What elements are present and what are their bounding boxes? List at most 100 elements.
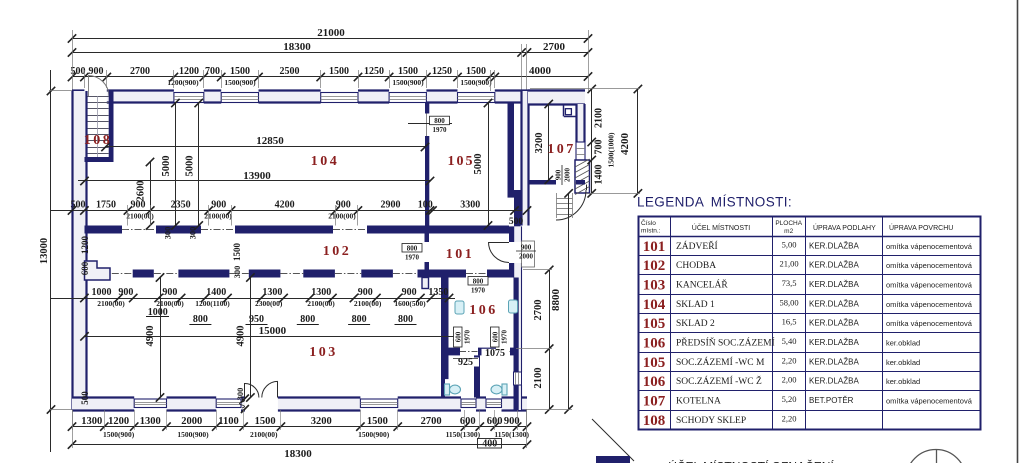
svg-text:900: 900	[555, 169, 563, 180]
svg-text:21000: 21000	[317, 27, 345, 39]
svg-text:1300: 1300	[262, 287, 282, 298]
svg-text:1970: 1970	[433, 126, 448, 134]
svg-text:2000: 2000	[564, 168, 572, 183]
svg-text:1970: 1970	[501, 330, 509, 345]
svg-text:1500: 1500	[398, 66, 418, 77]
svg-text:omítka vápenocementová: omítka vápenocementová	[886, 397, 973, 406]
svg-text:KER.DLAŽBA: KER.DLAŽBA	[809, 261, 859, 270]
svg-text:108: 108	[643, 413, 666, 429]
svg-text:102: 102	[323, 244, 352, 259]
svg-text:900: 900	[336, 200, 351, 211]
svg-text:500: 500	[71, 66, 86, 77]
svg-text:700: 700	[205, 66, 220, 77]
svg-text:106: 106	[643, 336, 666, 352]
svg-text:místn.:: místn.:	[641, 228, 661, 235]
svg-text:ÚČEL MÍSTNOSTÍ OZNAČENÍ: ÚČEL MÍSTNOSTÍ OZNAČENÍ	[668, 459, 834, 464]
svg-text:300: 300	[188, 227, 198, 240]
svg-text:1150(1300): 1150(1300)	[446, 430, 481, 439]
svg-text:4200: 4200	[275, 200, 295, 211]
svg-text:1250: 1250	[432, 66, 452, 77]
svg-text:4200: 4200	[619, 133, 631, 156]
svg-text:600: 600	[455, 331, 463, 342]
svg-text:2100: 2100	[594, 108, 605, 128]
svg-text:700: 700	[594, 140, 605, 155]
svg-text:1000: 1000	[92, 287, 112, 298]
svg-text:omítka vápenocementová: omítka vápenocementová	[886, 261, 973, 270]
svg-text:2100(00): 2100(00)	[156, 299, 184, 308]
svg-text:1500(900): 1500(900)	[177, 430, 209, 439]
svg-text:3300: 3300	[460, 200, 480, 211]
svg-text:SKLAD 2: SKLAD 2	[676, 319, 715, 329]
svg-text:105: 105	[643, 316, 666, 332]
svg-text:106: 106	[643, 374, 666, 390]
svg-text:1500: 1500	[329, 66, 349, 77]
svg-text:2600: 2600	[136, 181, 147, 202]
svg-text:ÚPRAVA PODLAHY: ÚPRAVA PODLAHY	[813, 223, 876, 232]
svg-text:1750: 1750	[96, 200, 116, 211]
svg-text:KER.DLAŽBA: KER.DLAŽBA	[809, 377, 859, 386]
svg-text:500: 500	[71, 200, 86, 211]
svg-text:5000: 5000	[473, 154, 484, 175]
svg-text:58,00: 58,00	[779, 297, 798, 307]
svg-text:101: 101	[643, 239, 666, 255]
svg-text:ZÁDVEŘÍ: ZÁDVEŘÍ	[676, 240, 718, 252]
svg-text:m2: m2	[784, 228, 793, 235]
svg-text:1500(1000): 1500(1000)	[607, 132, 616, 167]
svg-text:900: 900	[89, 66, 104, 77]
svg-text:MÍSTNOSTI:: MÍSTNOSTI:	[711, 195, 792, 210]
svg-text:15000: 15000	[259, 325, 287, 337]
svg-text:21,00: 21,00	[779, 259, 798, 269]
svg-text:2100(00): 2100(00)	[126, 212, 154, 221]
svg-text:4900: 4900	[235, 326, 246, 347]
svg-text:2000: 2000	[181, 416, 202, 427]
svg-text:600: 600	[492, 331, 500, 342]
svg-text:2350: 2350	[171, 200, 191, 211]
svg-text:1500(900): 1500(900)	[103, 430, 135, 439]
svg-text:1350: 1350	[428, 287, 448, 298]
svg-text:2100: 2100	[533, 368, 544, 389]
svg-text:4000: 4000	[529, 65, 552, 77]
svg-text:1400: 1400	[206, 287, 226, 298]
svg-text:103: 103	[643, 278, 666, 294]
svg-text:2,20: 2,20	[782, 355, 797, 365]
svg-text:1500(900): 1500(900)	[392, 78, 424, 87]
svg-text:300: 300	[235, 388, 245, 401]
svg-text:8800: 8800	[550, 289, 562, 312]
svg-text:107: 107	[547, 142, 576, 157]
svg-text:600: 600	[80, 261, 90, 275]
svg-text:1970: 1970	[471, 287, 486, 295]
svg-text:KER.DLAŽBA: KER.DLAŽBA	[809, 357, 859, 366]
svg-text:5,20: 5,20	[782, 394, 797, 404]
svg-text:1300: 1300	[140, 416, 161, 427]
svg-text:104: 104	[643, 297, 666, 313]
svg-text:2100(00): 2100(00)	[354, 299, 382, 308]
svg-text:1200: 1200	[80, 236, 90, 255]
svg-text:2300(00): 2300(00)	[255, 299, 283, 308]
svg-text:300: 300	[232, 266, 242, 279]
svg-text:SCHODY SKLEP: SCHODY SKLEP	[676, 416, 746, 426]
svg-text:ÚPRAVA POVRCHU: ÚPRAVA POVRCHU	[889, 223, 953, 232]
svg-text:1500(900): 1500(900)	[460, 78, 492, 87]
svg-text:1250: 1250	[364, 66, 384, 77]
svg-text:800: 800	[352, 314, 367, 325]
svg-text:2000: 2000	[519, 253, 534, 261]
svg-text:1100: 1100	[218, 416, 238, 427]
svg-text:5000: 5000	[161, 156, 172, 177]
svg-text:2100(00): 2100(00)	[204, 212, 232, 221]
svg-text:2100(00): 2100(00)	[97, 299, 125, 308]
svg-text:1500: 1500	[232, 243, 242, 262]
svg-text:900: 900	[521, 244, 532, 252]
svg-text:1200(1100): 1200(1100)	[195, 299, 230, 308]
svg-text:102: 102	[643, 258, 666, 274]
svg-text:CHODBA: CHODBA	[676, 261, 716, 271]
svg-text:900: 900	[211, 200, 226, 211]
svg-text:LEGENDA: LEGENDA	[637, 195, 704, 210]
svg-text:2100(00): 2100(00)	[307, 299, 335, 308]
svg-text:800: 800	[193, 314, 208, 325]
svg-text:950: 950	[249, 314, 264, 325]
svg-text:2100(00): 2100(00)	[250, 430, 278, 439]
svg-text:106: 106	[469, 303, 498, 318]
svg-text:ker.obklad: ker.obklad	[886, 358, 920, 367]
svg-text:2,20: 2,20	[782, 413, 797, 423]
svg-text:Číslo: Číslo	[641, 218, 656, 227]
